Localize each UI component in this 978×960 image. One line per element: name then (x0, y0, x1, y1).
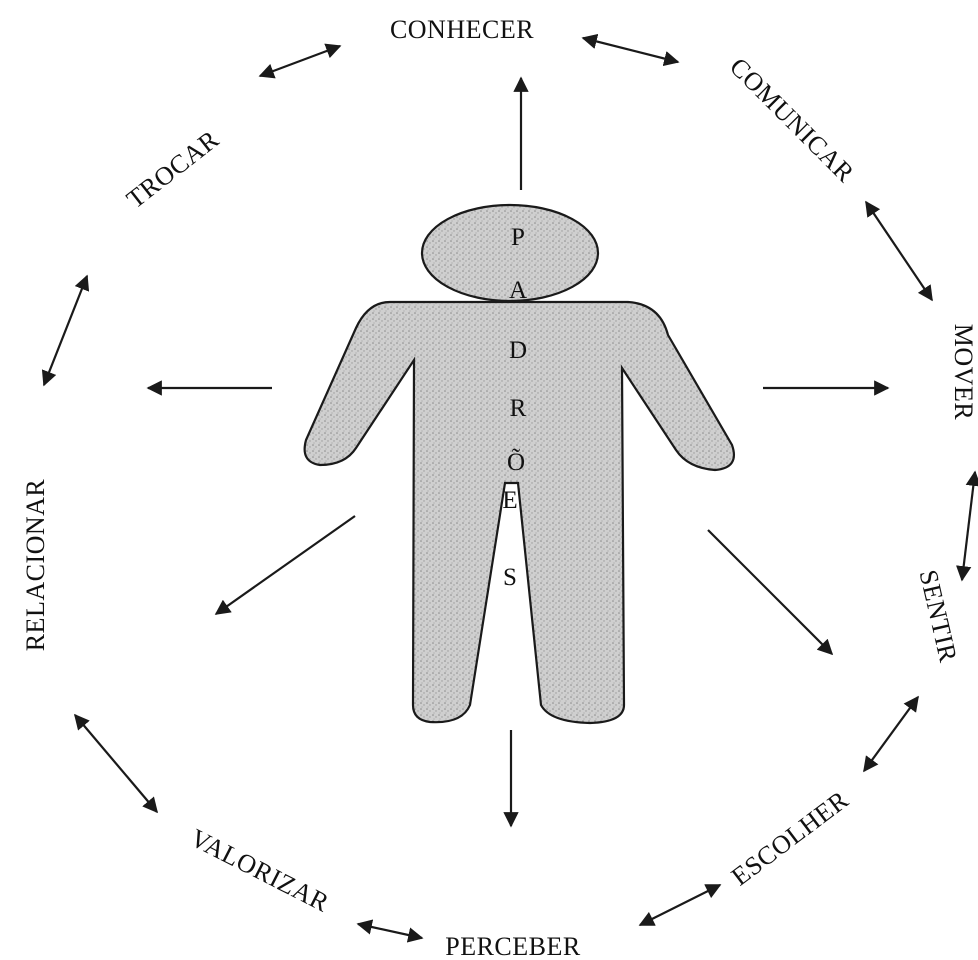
double-arrow (962, 472, 975, 580)
double-arrow (44, 276, 87, 385)
label-trocar: TROCAR (121, 124, 224, 214)
label-perceber: PERCEBER (445, 932, 581, 960)
label-escolher: ESCOLHER (726, 785, 854, 892)
center-letter: A (509, 277, 527, 304)
center-letter: S (503, 564, 517, 591)
double-arrow (640, 885, 720, 925)
double-arrow (75, 715, 157, 812)
center-letter: E (502, 487, 517, 514)
label-comunicar: COMUNICAR (724, 52, 860, 188)
double-arrow (358, 924, 422, 938)
label-relacionar: RELACIONAR (21, 479, 50, 652)
label-conhecer: CONHECER (390, 15, 534, 44)
double-arrow (866, 202, 932, 300)
arrow-down-right (708, 530, 832, 654)
label-mover: MOVER (949, 324, 978, 421)
center-letter: Õ (507, 448, 525, 476)
center-letter: R (510, 395, 527, 422)
label-valorizar: VALORIZAR (186, 823, 334, 918)
center-letter: D (509, 337, 527, 364)
double-arrow (260, 46, 340, 76)
double-arrow (583, 38, 678, 62)
double-arrow (864, 697, 918, 771)
figure-body (305, 302, 734, 723)
arrow-down-left (216, 516, 355, 614)
label-sentir: SENTIR (914, 567, 963, 665)
center-letter: P (511, 224, 525, 251)
